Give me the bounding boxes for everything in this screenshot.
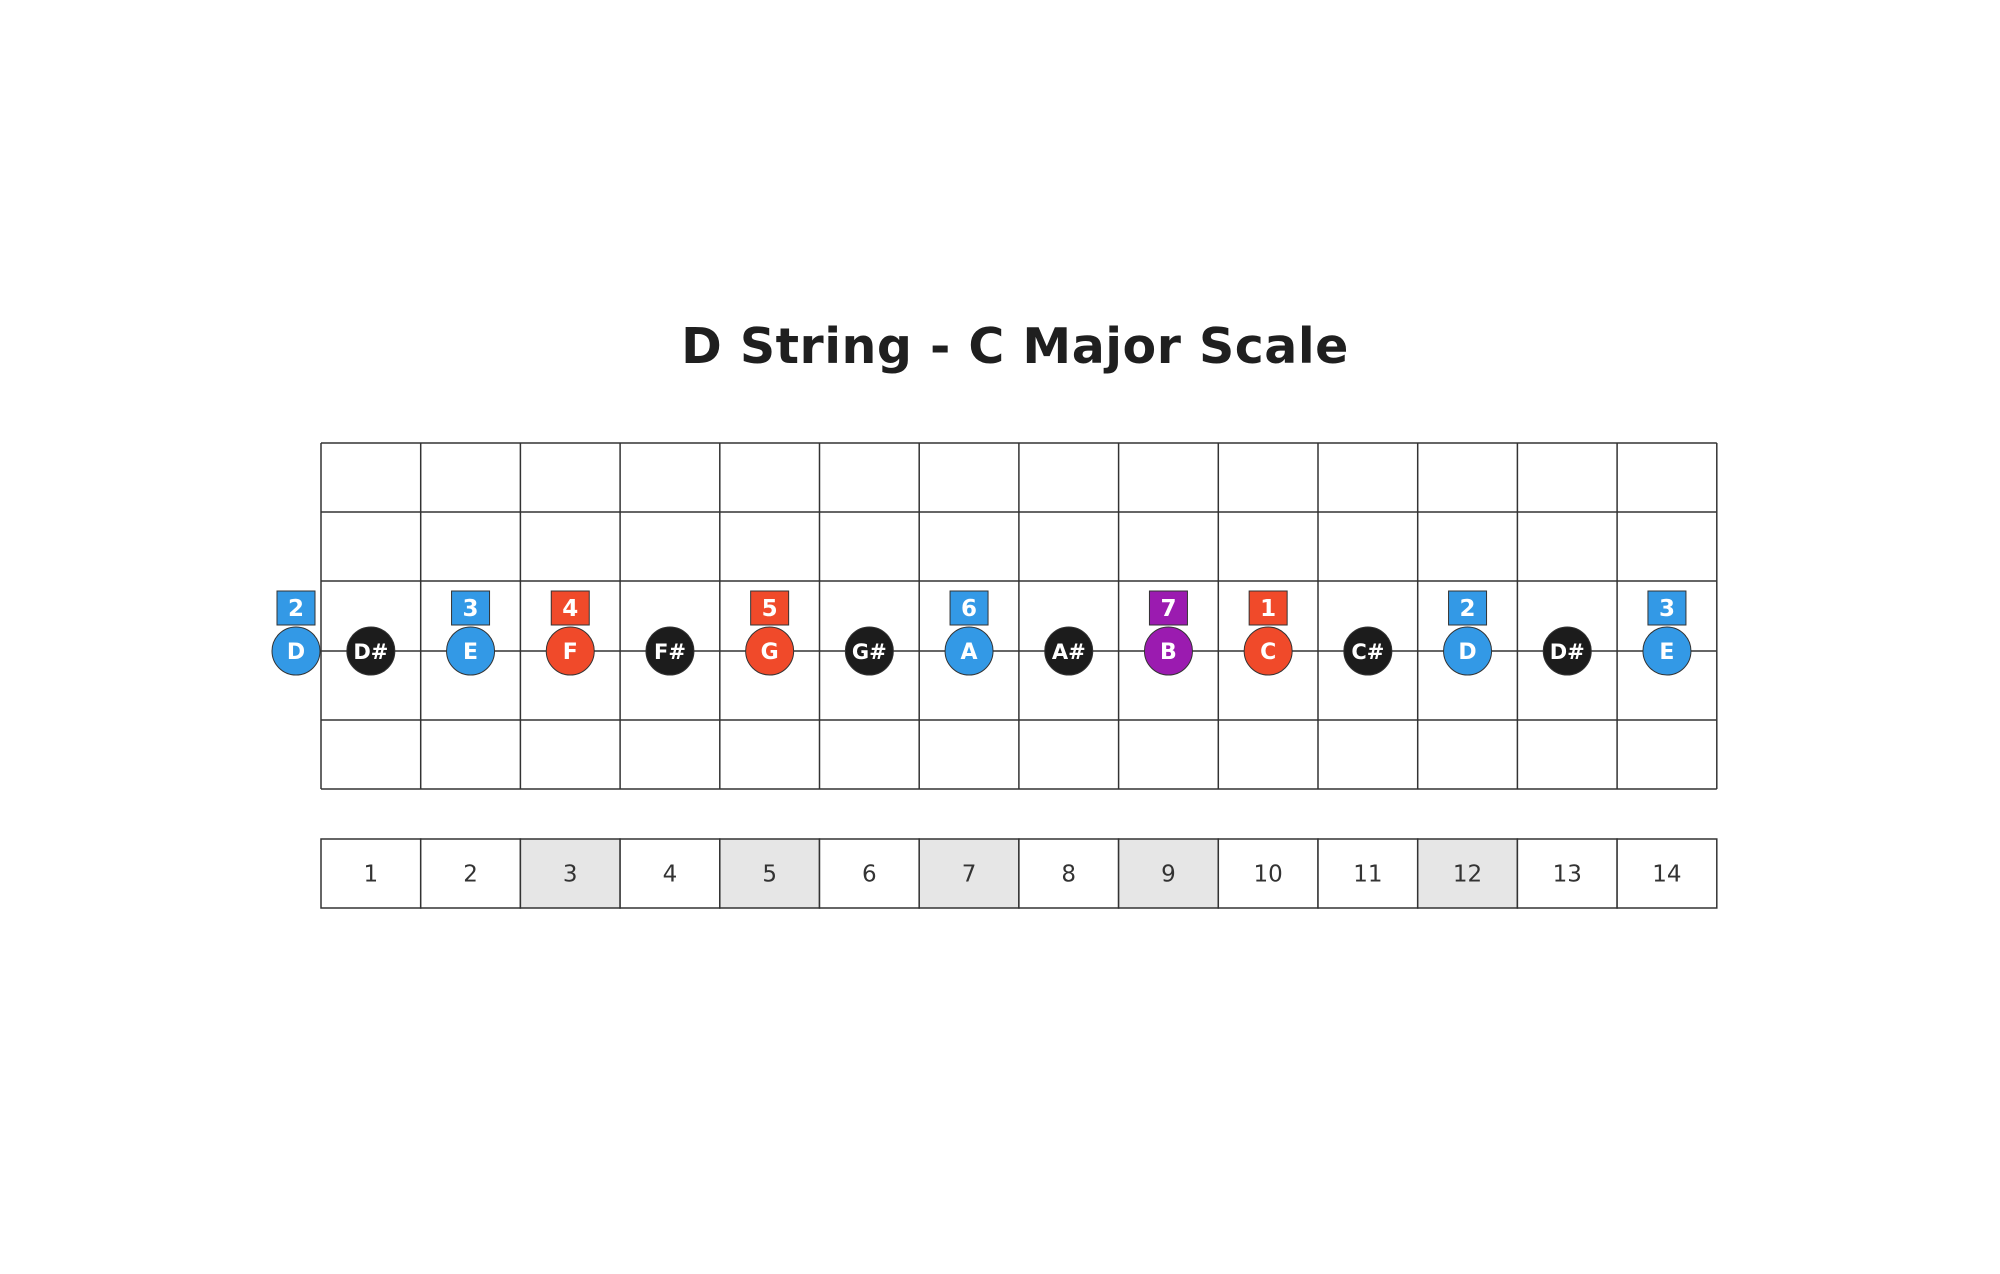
degree-label: 5 — [762, 596, 778, 622]
fret-number-cell — [818, 838, 920, 909]
note-label: D# — [353, 640, 388, 664]
note-circle — [446, 626, 496, 676]
note-circle — [1243, 626, 1293, 676]
note-circle — [545, 626, 595, 676]
note-circle — [1542, 626, 1592, 676]
degree-box — [1448, 590, 1488, 626]
note-label: E — [1659, 640, 1674, 665]
note-circle — [1044, 626, 1094, 676]
note-circle — [1343, 626, 1393, 676]
fret-number-label: 4 — [663, 862, 678, 888]
fret-number-cell — [1317, 838, 1419, 909]
note-circle — [745, 626, 795, 676]
fret-number-label: 13 — [1553, 862, 1582, 888]
note-marker: D2 — [271, 590, 321, 676]
fret-number-cell — [1616, 838, 1718, 909]
fret-number-cell — [918, 838, 1020, 909]
note-label: F# — [654, 640, 686, 664]
note-label: C — [1260, 640, 1276, 665]
degree-box — [1647, 590, 1687, 626]
fret-number-label: 10 — [1254, 862, 1283, 888]
degree-label: 7 — [1160, 596, 1176, 622]
note-marker: G# — [844, 626, 894, 676]
degree-label: 1 — [1260, 596, 1276, 622]
fret-number-cell — [1416, 838, 1519, 909]
degree-box — [1148, 590, 1188, 626]
fret-number-cell — [619, 838, 721, 909]
fret-number-label: 7 — [962, 862, 977, 888]
note-label: D# — [1550, 640, 1585, 664]
note-marker: E3 — [1642, 590, 1692, 676]
note-circle — [645, 626, 695, 676]
fretboard — [301, 442, 1718, 790]
note-marker: D# — [1542, 626, 1592, 676]
degree-label: 4 — [562, 596, 578, 622]
note-label: F — [563, 640, 578, 665]
degree-box — [750, 590, 790, 626]
fret-number-cell — [1018, 838, 1120, 909]
degree-box — [550, 590, 590, 626]
fret-number-label: 1 — [364, 862, 379, 888]
degree-box — [276, 590, 316, 626]
degree-label: 2 — [1460, 596, 1476, 622]
degree-box — [451, 590, 491, 626]
fret-number-label: 5 — [762, 862, 777, 888]
note-marker: B7 — [1143, 590, 1193, 676]
fret-number-label: 14 — [1652, 862, 1681, 888]
note-label: A — [961, 640, 978, 665]
note-marker: D# — [346, 626, 396, 676]
degree-box — [949, 590, 989, 626]
note-marker: A6 — [944, 590, 994, 676]
note-label: B — [1160, 640, 1177, 665]
fret-number-label: 6 — [862, 862, 877, 888]
fret-number-label: 3 — [563, 862, 578, 888]
note-label: G — [761, 640, 779, 665]
note-circle — [1642, 626, 1692, 676]
fret-number-cell — [320, 838, 422, 909]
fret-number-cell — [519, 838, 621, 909]
fret-number-cell — [1516, 838, 1618, 909]
fret-number-label: 12 — [1453, 862, 1482, 888]
fret-number-label: 9 — [1161, 862, 1176, 888]
note-marker: C1 — [1243, 590, 1293, 676]
fret-number-label: 11 — [1353, 862, 1382, 888]
note-label: G# — [852, 640, 887, 664]
fret-number-label: 2 — [463, 862, 478, 888]
note-circle — [1443, 626, 1493, 676]
diagram-title: D String - C Major Scale — [681, 318, 1349, 375]
degree-label: 6 — [961, 596, 977, 622]
note-marker: F4 — [545, 590, 595, 676]
note-circle — [1143, 626, 1193, 676]
degree-label: 3 — [463, 596, 479, 622]
note-circle — [346, 626, 396, 676]
note-label: A# — [1052, 640, 1086, 664]
fret-number-cell — [419, 838, 522, 909]
note-circle — [944, 626, 994, 676]
degree-label: 2 — [288, 596, 304, 622]
degree-box — [1248, 590, 1288, 626]
note-marker: D2 — [1443, 590, 1493, 676]
fret-number-cell — [1217, 838, 1319, 909]
note-label: C# — [1351, 640, 1384, 664]
fret-number-cell — [1117, 838, 1220, 909]
note-marker: G5 — [745, 590, 795, 676]
note-circle — [271, 626, 321, 676]
note-marker: F# — [645, 626, 695, 676]
note-label: D — [287, 640, 305, 665]
note-label: E — [463, 640, 478, 665]
fret-number-label: 8 — [1061, 862, 1076, 888]
note-marker: C# — [1343, 626, 1393, 676]
note-marker: E3 — [446, 590, 496, 676]
degree-label: 3 — [1659, 596, 1675, 622]
note-label: D — [1458, 640, 1476, 665]
note-circle — [844, 626, 894, 676]
note-marker: A# — [1044, 626, 1094, 676]
